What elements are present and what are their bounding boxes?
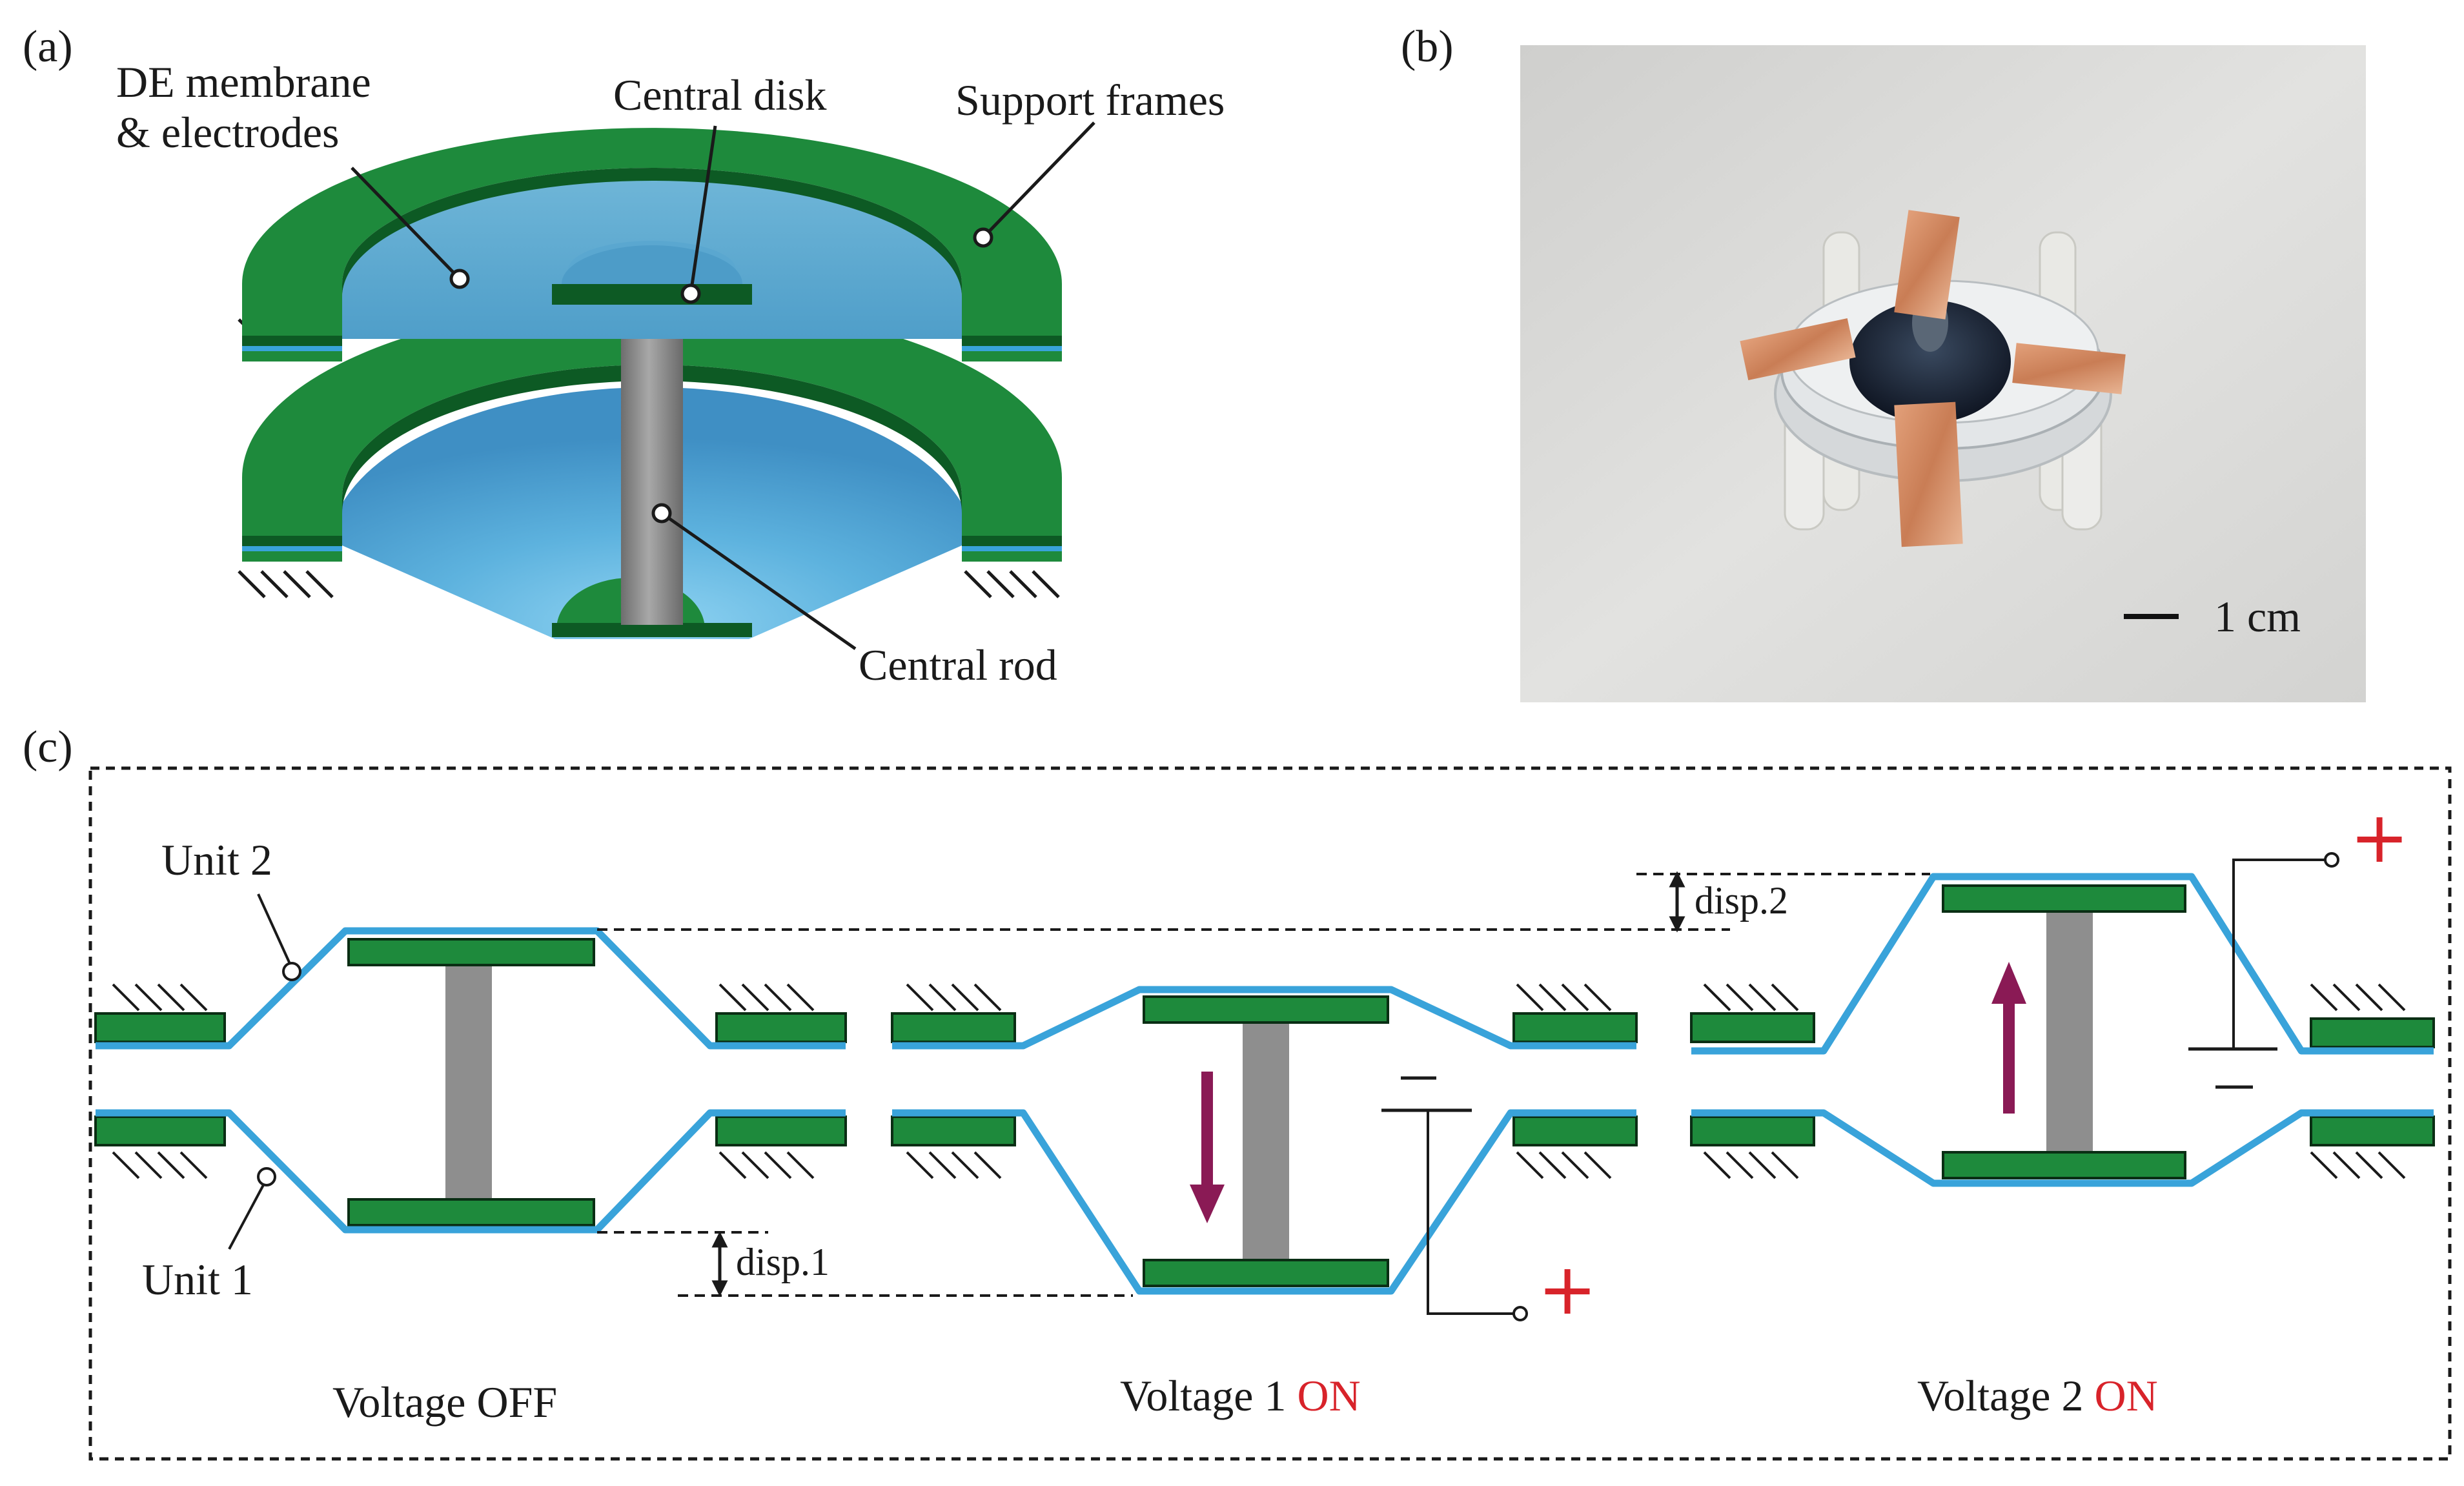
state-v1-prefix: Voltage 1: [1120, 1371, 1298, 1420]
membrane-label-2: & electrodes: [116, 108, 340, 157]
plus-sign-v2: +: [2350, 796, 2409, 879]
unit-1-label: Unit 1: [142, 1255, 253, 1304]
state-voltage-off: Unit 2 Unit 1 disp.1 Voltage OFF: [94, 835, 1133, 1427]
state-v1-on: ON: [1298, 1371, 1361, 1420]
panel-c-frame: [88, 766, 2452, 1461]
state-v2-prefix: Voltage 2: [1917, 1371, 2095, 1420]
state-v2-on: ON: [2095, 1371, 2158, 1420]
panel-c-label: (c): [23, 722, 73, 772]
disp-2-label: disp.2: [1695, 879, 1788, 922]
support-frames-label: Support frames: [955, 76, 1225, 125]
scale-label: 1 cm: [2214, 592, 2301, 641]
ground-hatch-icon: [112, 983, 2406, 1179]
upper-unit: [242, 128, 1062, 361]
central-disk-label: Central disk: [613, 70, 827, 119]
device-photo: 1 cm: [1520, 45, 2366, 702]
state-voltage-2-on: + disp.2 Voltage 2 ON: [597, 796, 2435, 1420]
plus-sign-v1: +: [1538, 1248, 1597, 1330]
state-v2-label: Voltage 2 ON: [1917, 1371, 2158, 1420]
unit-2-label: Unit 2: [161, 835, 272, 884]
state-off-label: Voltage OFF: [332, 1378, 557, 1427]
panel-b-label: (b): [1401, 22, 1454, 72]
state-v1-label: Voltage 1 ON: [1120, 1371, 1361, 1420]
state-voltage-1-on: + Voltage 1 ON: [891, 986, 1638, 1420]
disp-1-label: disp.1: [736, 1241, 830, 1283]
membrane-label: DE membrane: [116, 57, 371, 107]
central-rod: [621, 297, 683, 625]
panel-a-label: (a): [23, 22, 73, 72]
panel-a-diagram: DE membrane & electrodes Central disk Su…: [116, 57, 1225, 689]
central-rod-label: Central rod: [859, 640, 1057, 689]
